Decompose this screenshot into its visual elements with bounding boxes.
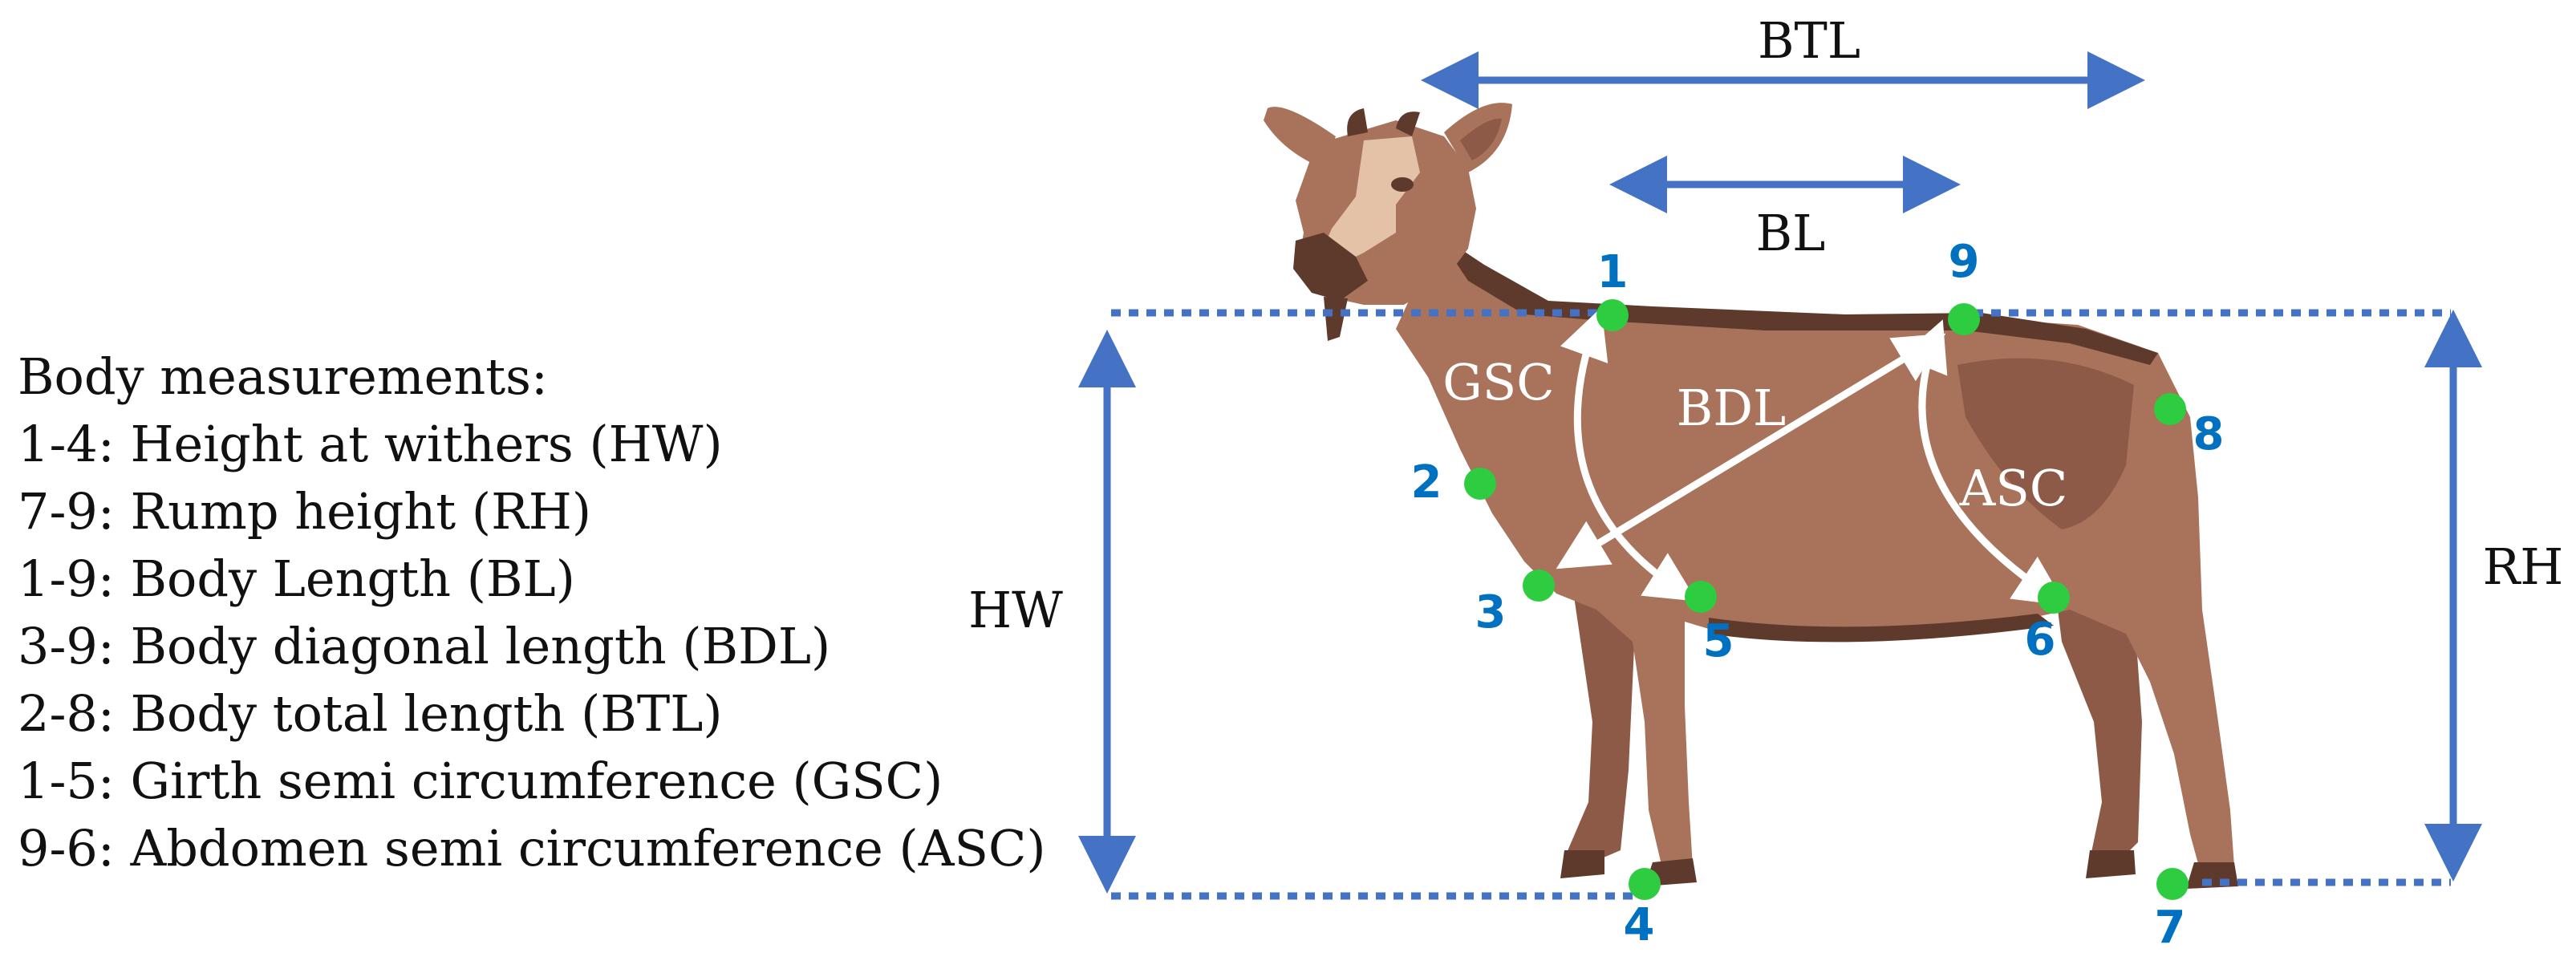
point-3-number: 3 xyxy=(1475,586,1507,638)
rh-label: RH xyxy=(2483,537,2564,596)
point-2-marker xyxy=(1464,468,1496,500)
goat-beard xyxy=(1324,297,1348,341)
point-6-number: 6 xyxy=(2025,614,2056,666)
point-3-marker xyxy=(1523,570,1555,602)
point-1-number: 1 xyxy=(1597,246,1629,298)
point-7-number: 7 xyxy=(2155,902,2186,954)
goat-eye xyxy=(1391,177,1414,192)
point-4-marker xyxy=(1629,868,1661,900)
point-7-marker xyxy=(2156,868,2189,900)
goat-illustration xyxy=(1264,103,2238,889)
bdl-label: BDL xyxy=(1677,379,1786,437)
goat-far-hind-hoof xyxy=(2086,850,2136,878)
bl-label: BL xyxy=(1756,204,1826,262)
gsc-label: GSC xyxy=(1442,353,1554,411)
goat-hind-hoof xyxy=(2186,862,2238,889)
btl-label: BTL xyxy=(1758,11,1860,70)
point-5-number: 5 xyxy=(1703,615,1734,667)
point-4-number: 4 xyxy=(1624,899,1655,951)
point-2-number: 2 xyxy=(1411,456,1442,509)
point-8-marker xyxy=(2154,393,2186,425)
point-1-marker xyxy=(1596,299,1629,331)
point-6-marker xyxy=(2038,582,2070,614)
point-8-number: 8 xyxy=(2193,408,2225,460)
goat-left-ear xyxy=(1264,107,1336,168)
goat-far-front-hoof xyxy=(1560,850,1604,878)
point-9-number: 9 xyxy=(1949,236,1980,288)
hw-label: HW xyxy=(968,581,1063,639)
point-9-marker xyxy=(1948,303,1980,335)
point-5-marker xyxy=(1685,581,1717,613)
asc-label: ASC xyxy=(1959,459,2068,517)
goat-horn-left xyxy=(1347,108,1368,136)
